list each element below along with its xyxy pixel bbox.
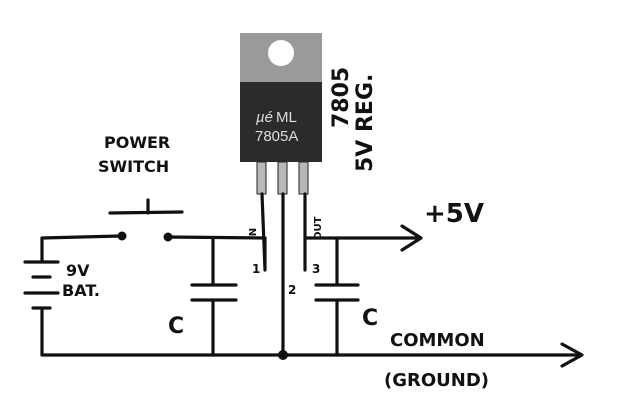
output-voltage-label: +5V <box>424 199 484 229</box>
lead-in <box>256 161 267 195</box>
switch-to-in-wire <box>166 235 267 240</box>
pin-3-label: 3 <box>312 262 320 276</box>
common-label: COMMON <box>390 330 485 351</box>
lead-ground <box>277 161 288 195</box>
lead-wires <box>260 192 307 357</box>
switch-label-1: POWER <box>104 133 170 152</box>
input-capacitor <box>190 236 238 357</box>
output-cap-label: C <box>362 306 378 331</box>
wires <box>23 192 584 368</box>
part-number: 7805A <box>255 128 298 145</box>
switch-label-2: SWITCH <box>98 157 169 176</box>
output-capacitor <box>314 236 360 357</box>
regulator-label-1: 7805 <box>329 67 354 128</box>
lead-out <box>298 161 309 195</box>
pin-in-label: IN <box>248 228 259 240</box>
mounting-hole <box>268 40 294 66</box>
ground-label: (GROUND) <box>384 370 489 391</box>
regulator-body <box>240 82 322 162</box>
common-wire-arrow <box>40 308 584 368</box>
pin-1-label: 1 <box>252 262 260 276</box>
battery-label-1: 9V <box>66 261 90 280</box>
output-wire-arrow <box>303 224 423 252</box>
battery-to-switch-wire <box>40 234 122 264</box>
junction-dot <box>278 350 288 360</box>
switch-lever <box>108 198 184 215</box>
switch-contact-left <box>117 231 127 241</box>
pin-out-label: OUT <box>313 216 324 240</box>
brand-logo: µé <box>256 109 273 126</box>
maker-text: ML <box>276 109 297 126</box>
pin-2-label: 2 <box>288 283 296 297</box>
regulator-7805: µé ML 7805A <box>240 33 322 195</box>
switch-contact-right <box>163 232 173 242</box>
regulator-label-2: 5V REG. <box>353 74 378 172</box>
input-cap-label: C <box>168 314 184 339</box>
battery-label-2: BAT. <box>62 281 100 300</box>
battery-symbol <box>23 260 60 310</box>
